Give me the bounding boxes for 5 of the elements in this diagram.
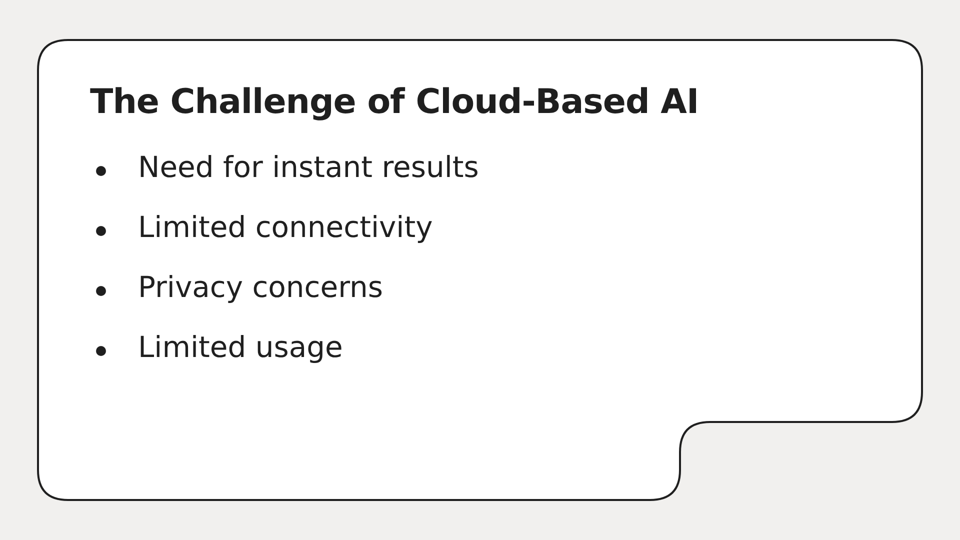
bullet-text: Limited connectivity: [138, 210, 433, 244]
bullet-text: Privacy concerns: [138, 270, 383, 304]
slide-title: The Challenge of Cloud-Based AI: [90, 82, 699, 122]
bullet-text: Need for instant results: [138, 150, 479, 184]
bullet-text: Limited usage: [138, 330, 343, 364]
